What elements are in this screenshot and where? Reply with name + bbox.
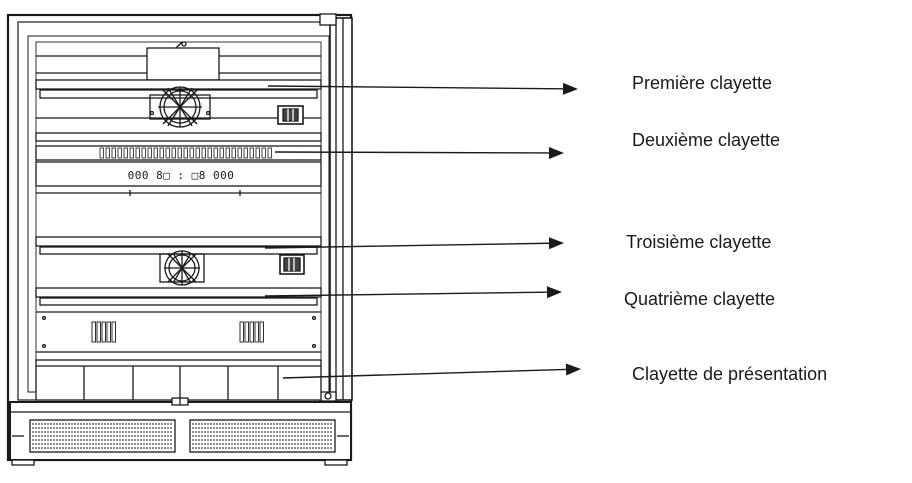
- callout-label-first-shelf: Première clayette: [632, 73, 773, 93]
- control-panel: [35, 161, 322, 187]
- door-hinge-column: [319, 13, 353, 402]
- shelf-4: [35, 287, 322, 306]
- callout-arrow-fourth-shelf: [264, 286, 562, 299]
- base-grille: [9, 397, 352, 466]
- lower-vent-block: [279, 254, 305, 275]
- upper-fan: [149, 86, 211, 128]
- lower-compartment: [36, 311, 321, 353]
- upper-vent-block: [277, 105, 304, 125]
- top-compartment: [36, 41, 321, 119]
- display-shelf: [35, 359, 322, 401]
- callout-label-display-shelf: Clayette de présentation: [632, 364, 828, 384]
- control-panel-readout: 000 8□ : □8 000: [128, 169, 235, 182]
- callout-arrow-third-shelf: [264, 237, 564, 250]
- callout-arrows: [264, 82, 581, 379]
- callout-arrow-display-shelf: [282, 363, 581, 379]
- callout-arrow-first-shelf: [267, 82, 578, 95]
- lower-fan: [159, 250, 205, 286]
- callout-arrow-second-shelf: [274, 146, 564, 159]
- callout-label-second-shelf: Deuxième clayette: [632, 130, 781, 150]
- shelf-2: [35, 132, 322, 161]
- shelf-1: [35, 79, 322, 99]
- callout-label-third-shelf: Troisième clayette: [626, 232, 772, 252]
- middle-compartment: [36, 190, 321, 196]
- callout-label-fourth-shelf: Quatrième clayette: [624, 289, 776, 309]
